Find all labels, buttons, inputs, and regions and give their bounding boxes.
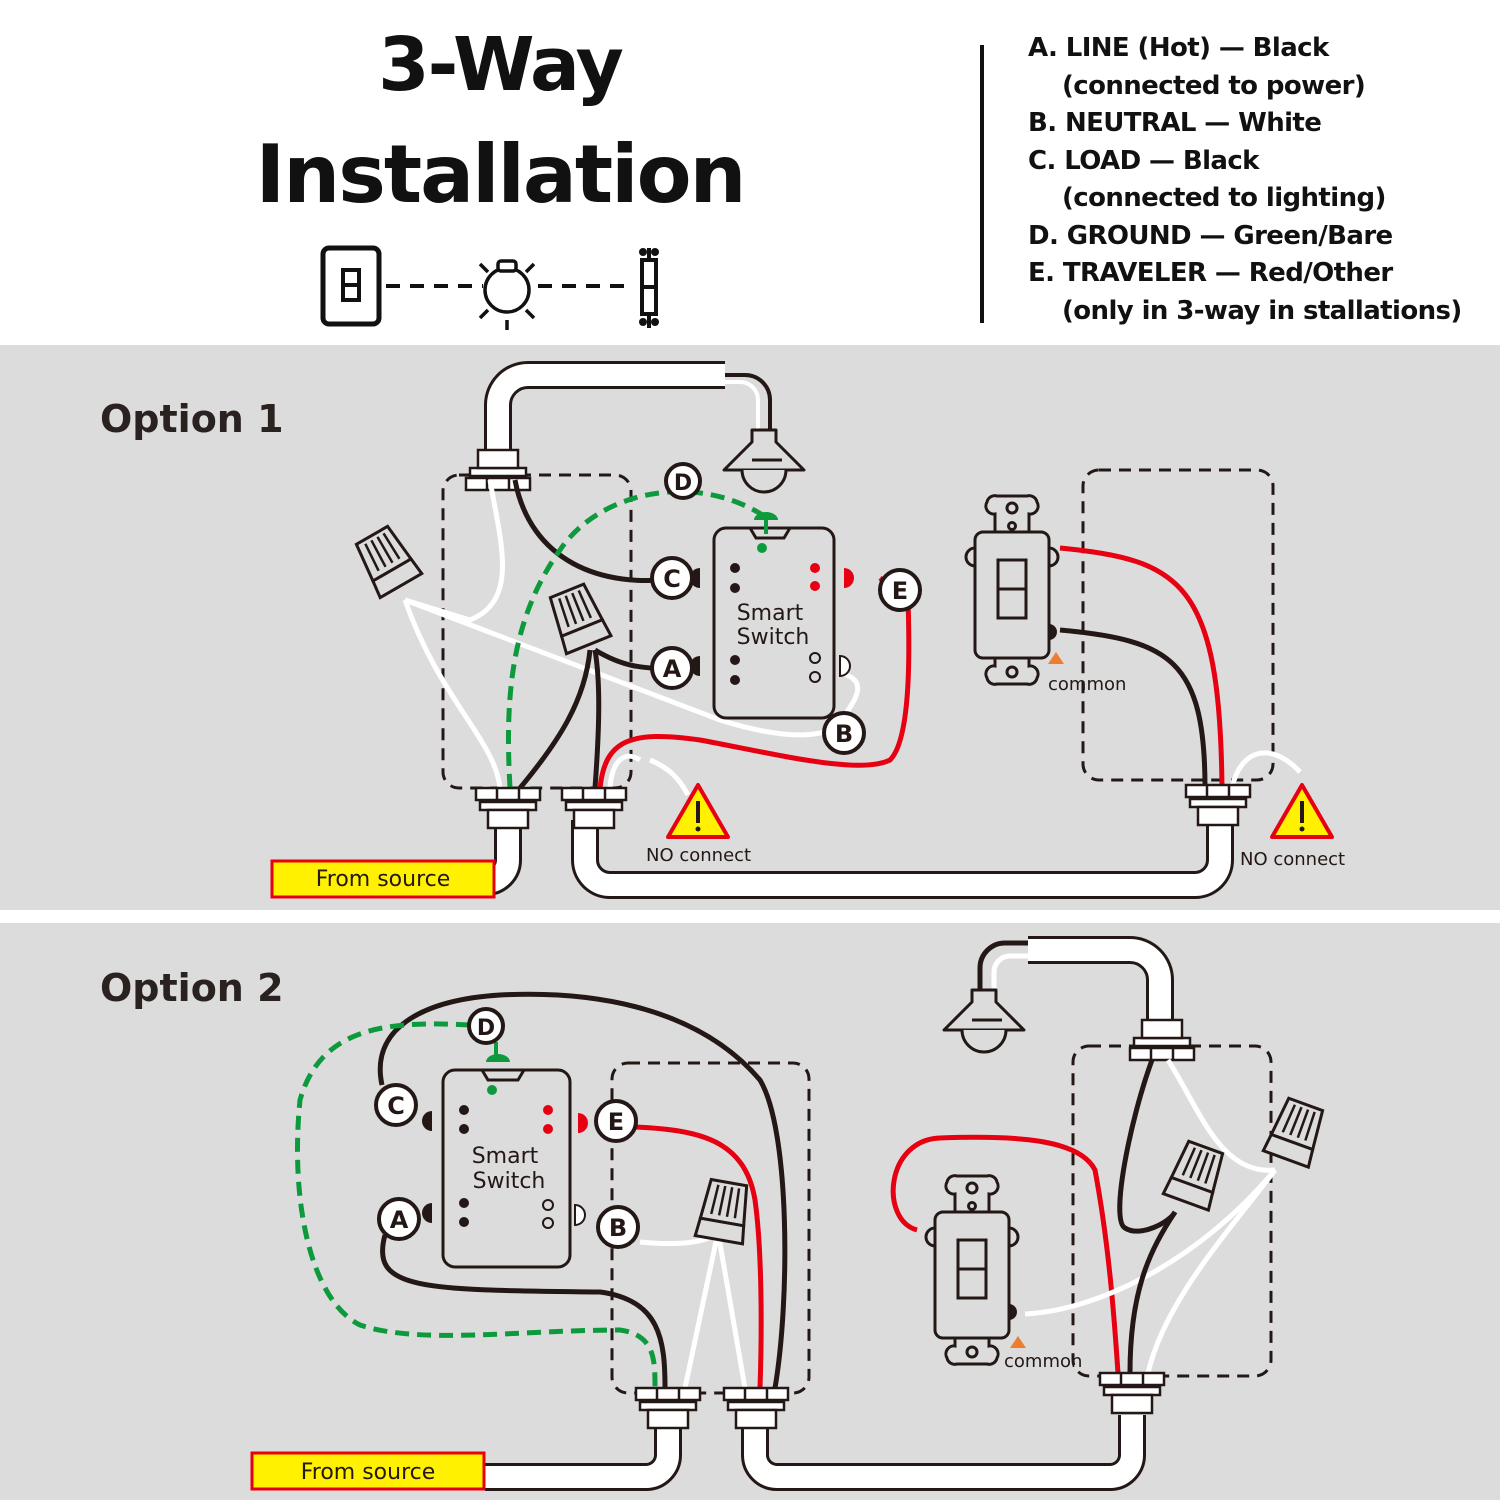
legend-item-d: D. GROUND — Green/Bare: [1028, 220, 1393, 251]
ceiling-lamp-icon: [722, 428, 806, 494]
svg-text:D: D: [477, 1016, 495, 1041]
cable-connector-top: [1128, 1018, 1196, 1062]
terminal-badge-a: A: [650, 646, 694, 690]
option-2-diagram: common Smart Switch From source D C A E …: [250, 936, 1330, 1491]
three-way-switch: [924, 1174, 1020, 1366]
no-connect-label: NO connect: [1240, 849, 1345, 870]
traveler-wire-2: [1059, 545, 1225, 789]
svg-text:C: C: [663, 565, 681, 593]
terminal-badge-a: A: [377, 1197, 421, 1241]
three-way-switch: [964, 494, 1060, 686]
legend-item-e: E. TRAVELER — Red/Other (only in 3-way i…: [1028, 258, 1462, 326]
smart-switch-device: Smart Switch: [690, 512, 854, 720]
option-1-panel: Option 1: [0, 345, 1500, 910]
legend-item-b: B. NEUTRAL — White: [1028, 108, 1322, 138]
terminal-badge-e: E: [878, 568, 922, 612]
toggle-switch-icon: [639, 248, 659, 328]
svg-text:A: A: [390, 1206, 409, 1234]
header-icons: [320, 245, 659, 330]
terminal-badge-c: C: [374, 1083, 418, 1127]
terminal-badge-d: D: [664, 462, 702, 500]
svg-text:Smart: Smart: [737, 601, 804, 626]
no-connect-label: NO connect: [646, 845, 751, 866]
load-wire: [377, 991, 788, 1389]
smart-switch-icon: [320, 245, 382, 327]
traveler-wire-1: [597, 576, 912, 789]
wire-nut-icon: [1261, 1094, 1330, 1169]
neutral-wire: [639, 1230, 748, 1389]
title-line-1: 3-Way: [378, 22, 624, 108]
conduit-between-boxes: [744, 1415, 1143, 1488]
ground-wire: [505, 489, 772, 789]
line-wire: [592, 649, 602, 789]
svg-text:C: C: [387, 1092, 405, 1120]
svg-text:A: A: [663, 655, 682, 683]
terminal-badge-d: D: [467, 1007, 505, 1045]
light-bulb-icon: [478, 259, 536, 330]
terminal-badge-c: C: [650, 556, 694, 600]
cable-connector-source: [474, 786, 542, 830]
terminal-badge-b: B: [596, 1205, 640, 1249]
from-source-label: [270, 859, 496, 899]
warning-icon: [666, 783, 730, 839]
svg-text:B: B: [835, 720, 853, 748]
svg-text:From source: From source: [316, 867, 451, 892]
title-line-2: Installation: [255, 128, 747, 221]
wire-legend: A. LINE (Hot) — Black (connected to powe…: [1028, 30, 1462, 330]
svg-text:E: E: [608, 1108, 624, 1136]
svg-text:Switch: Switch: [737, 625, 810, 650]
option-2-heading: Option 2: [100, 966, 284, 1010]
common-marker-icon: [1010, 1336, 1026, 1348]
cable-connector-right: [1184, 783, 1252, 827]
cable-connector-left: [722, 1386, 790, 1430]
cable-connector-right: [1098, 1371, 1166, 1415]
traveler-wire-2: [890, 1134, 1121, 1374]
wire-nut-icon: [349, 521, 424, 600]
wire-nut-icon: [543, 580, 613, 656]
conduit-to-lamp: [487, 364, 725, 458]
option-1-heading: Option 1: [100, 397, 284, 441]
conduit-from-source: [485, 1425, 679, 1488]
warning-icon: [1270, 783, 1334, 839]
line-wire: [380, 1234, 668, 1389]
terminal-badge-b: B: [822, 711, 866, 755]
ceiling-lamp-icon: [942, 988, 1026, 1054]
header-divider: [980, 45, 984, 323]
common-wire: [1024, 1168, 1277, 1317]
svg-text:From source: From source: [301, 1460, 436, 1485]
svg-text:D: D: [674, 471, 692, 496]
svg-text:Switch: Switch: [473, 1169, 546, 1194]
terminal-badge-e: E: [594, 1099, 638, 1143]
svg-text:E: E: [892, 577, 908, 605]
svg-text:B: B: [609, 1214, 627, 1242]
from-source-label: [250, 1451, 486, 1491]
common-marker-icon: [1048, 652, 1064, 664]
option-1-diagram: Smart Switch common NO connect NO connec…: [270, 361, 1345, 899]
junction-box-right: [1081, 468, 1275, 782]
conduit-to-lamp: [1028, 939, 1171, 1020]
common-label: common: [1004, 1351, 1082, 1372]
wire-nut-icon: [1161, 1137, 1230, 1212]
traveler-wire-1: [635, 1124, 764, 1389]
legend-item-c: C. LOAD — Black (connected to lighting): [1028, 145, 1386, 214]
cable-connector-source: [634, 1386, 702, 1430]
legend-item-a: A. LINE (Hot) — Black (connected to powe…: [1028, 33, 1366, 101]
option-2-panel: Option 2: [0, 923, 1500, 1500]
header: 3-Way Installation: [0, 0, 1500, 345]
wire-nut-icon: [693, 1176, 755, 1246]
ground-wire: [295, 1021, 658, 1389]
common-label: common: [1048, 674, 1126, 695]
cable-connector-top: [464, 448, 532, 492]
smart-switch-device: Smart Switch: [422, 1054, 588, 1269]
conduit-between-boxes: [574, 820, 1231, 896]
svg-text:Smart: Smart: [472, 1144, 539, 1169]
common-wire: [1059, 627, 1208, 789]
